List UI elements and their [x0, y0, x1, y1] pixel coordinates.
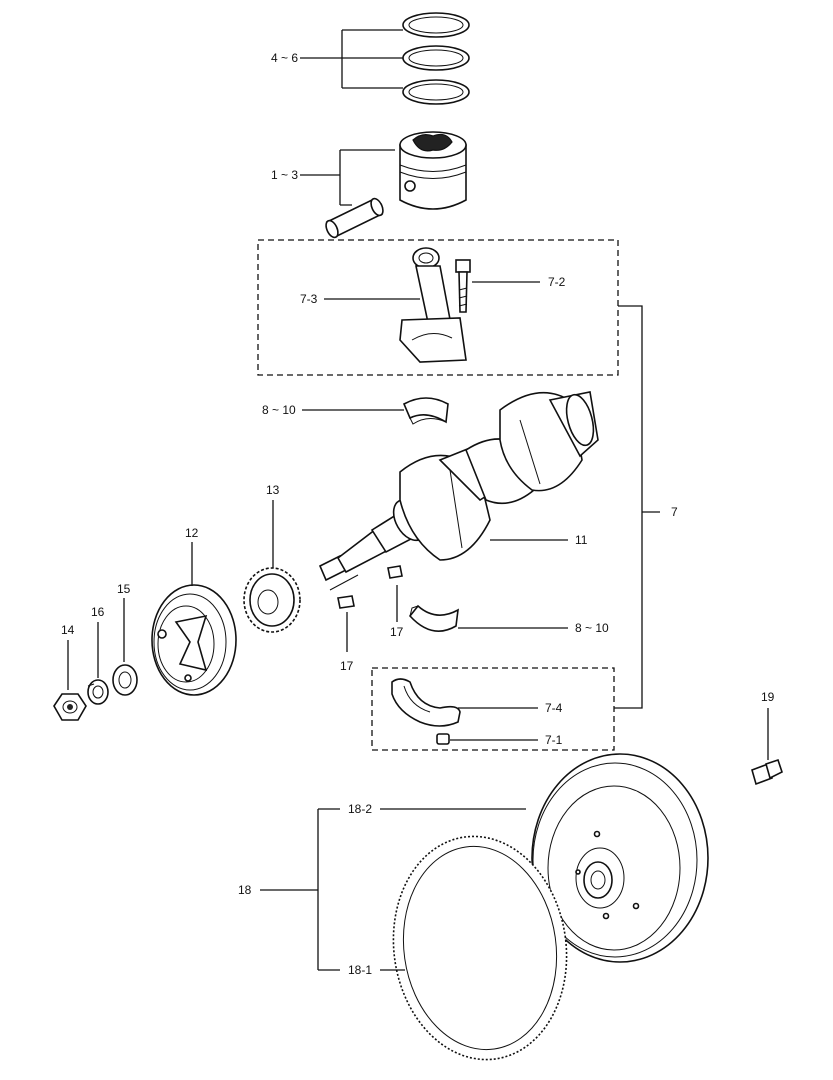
label-nut: 14: [61, 623, 75, 637]
nut: [53, 693, 87, 721]
label-conrod-cap: 7-4: [545, 701, 563, 715]
label-bolt: 19: [761, 690, 775, 704]
label-key-right: 17: [390, 625, 404, 639]
label-washer: 15: [117, 582, 131, 596]
key-left: [337, 595, 355, 609]
key-right: [387, 565, 403, 579]
key-guide: [329, 574, 359, 591]
leader-rings: [300, 29, 403, 89]
conrod: [399, 247, 467, 363]
conrod-bolt: [455, 259, 471, 313]
label-ring-gear: 18-1: [348, 963, 372, 977]
bolt: [751, 758, 783, 786]
label-crankshaft: 11: [575, 533, 588, 547]
label-conrod-bolt: 7-2: [548, 275, 566, 289]
crankshaft: [318, 391, 599, 582]
bracket-flywheel-assembly: [260, 808, 526, 971]
washer: [112, 664, 138, 696]
label-lock-washer: 16: [91, 605, 105, 619]
label-cap-nut: 7-1: [545, 733, 563, 747]
label-pulley: 12: [185, 526, 199, 540]
label-rings: 4 ~ 6: [271, 51, 298, 65]
lock-washer: [87, 679, 109, 705]
bearing-upper: [402, 397, 449, 425]
flywheel: [531, 753, 709, 963]
label-gear: 13: [266, 483, 280, 497]
ring-gear: [392, 835, 568, 1061]
label-flywheel-assembly: 18: [238, 883, 252, 897]
piston-pin: [325, 197, 384, 239]
conrod-group-box: [257, 239, 619, 376]
piston: [399, 131, 467, 210]
label-bearing-upper: 8 ~ 10: [262, 403, 296, 417]
label-conrod: 7-3: [300, 292, 318, 306]
label-flywheel: 18-2: [348, 802, 372, 816]
cap-nut: [436, 733, 450, 745]
bearing-lower: [408, 604, 459, 632]
crank-pulley: [151, 584, 237, 696]
leader-piston: [300, 149, 395, 206]
piston-rings: [402, 12, 470, 105]
label-conrod-assembly: 7: [671, 505, 678, 519]
bracket-conrod-assembly: [614, 305, 660, 709]
label-piston: 1 ~ 3: [271, 168, 298, 182]
label-bearing-lower: 8 ~ 10: [575, 621, 609, 635]
conrod-cap: [391, 678, 461, 727]
label-key-left: 17: [340, 659, 354, 673]
conrod-cap-group-box: [371, 667, 615, 751]
timing-gear: [243, 567, 301, 633]
